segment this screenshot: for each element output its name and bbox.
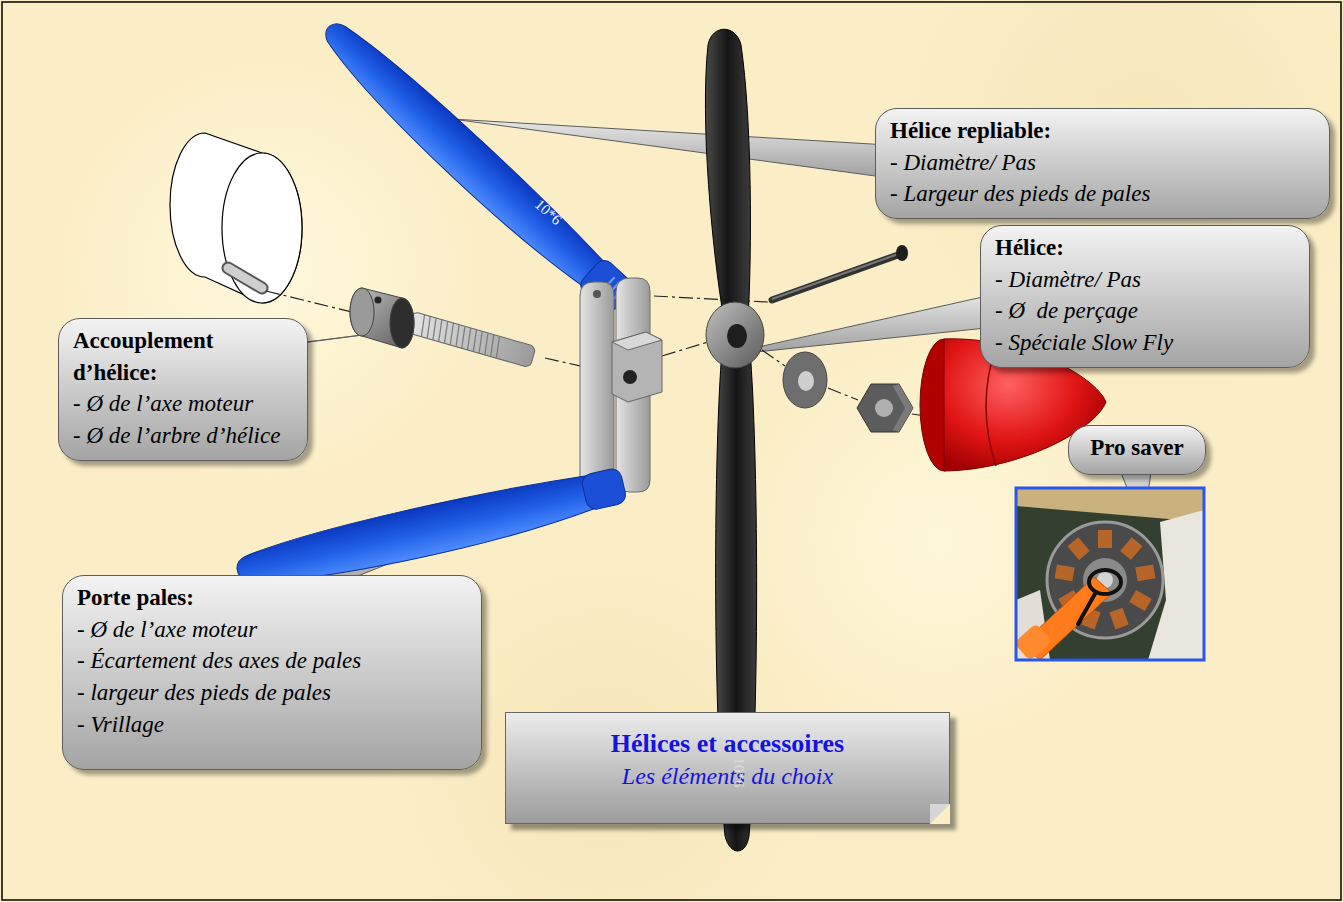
motor: [170, 133, 302, 303]
threads: [476, 331, 485, 353]
threads: [493, 336, 502, 358]
callout-item: - Ø de l’axe moteur: [73, 388, 293, 420]
callout-box: Hélice:- Diamètre/ Pas- Ø de perçage- Sp…: [980, 225, 1310, 368]
screw: [772, 245, 908, 300]
blade: [311, 12, 609, 293]
pro-saver-photo: [1014, 488, 1204, 661]
photo-border: [1016, 488, 1204, 660]
callout-heading: Pro saver: [1083, 432, 1191, 464]
callout-item: - Spéciale Slow Fly: [995, 327, 1295, 359]
threads: [470, 330, 479, 352]
coupling-flange: [390, 298, 414, 348]
holder-block: [612, 332, 662, 402]
callout-item: - Ø de l’arbre d’hélice: [73, 420, 293, 452]
blade-root: [580, 467, 627, 511]
callout-item: - Diamètre/ Pas: [890, 147, 1315, 179]
threads: [465, 328, 474, 350]
coupling-hub: [350, 288, 414, 348]
callout-item: - Vrillage: [77, 709, 467, 741]
motor-coils: [1129, 590, 1152, 611]
callout-box: Porte pales:- Ø de l’axe moteur- Écartem…: [62, 575, 482, 770]
folding-blade: [311, 12, 637, 319]
blade-marking: 10*6: [730, 757, 747, 787]
o-ring: [1078, 592, 1096, 624]
threads: [488, 335, 497, 357]
holder-block-top: [612, 332, 662, 350]
motor-shaft: [228, 268, 262, 288]
callout-heading: Hélice:: [995, 232, 1295, 264]
callout-item: Les éléments du choix: [528, 761, 927, 792]
axis-line: [266, 291, 360, 314]
motor-coils: [1109, 608, 1128, 630]
washer: [783, 352, 827, 408]
callout-item: - Ø de l’axe moteur: [77, 614, 467, 646]
callout-heading: Hélice repliable:: [890, 115, 1315, 147]
callout-item: - largeur des pieds de pales: [77, 677, 467, 709]
callout-box: Accouplement d’hélice:- Ø de l’axe moteu…: [58, 318, 308, 461]
threaded-shaft: [407, 311, 536, 367]
prop-coupling: [350, 288, 536, 368]
title-box: Hélices et accessoiresLes éléments du ch…: [505, 712, 950, 824]
callout-heading: Hélices et accessoires: [528, 727, 927, 761]
blade-marking: 10*6: [531, 196, 565, 229]
orange-prop-hub: [1016, 623, 1052, 660]
nut-hex: [857, 384, 913, 432]
callout-box: Hélice repliable:- Diamètre/ Pas- Largeu…: [875, 108, 1330, 219]
callout-item: - Diamètre/ Pas: [995, 264, 1295, 296]
threads: [419, 315, 428, 337]
axis-line: [662, 342, 708, 356]
callout-item: - Écartement des axes de pales: [77, 645, 467, 677]
washer-ring: [783, 352, 827, 408]
shaft: [407, 311, 536, 367]
coupling-end: [350, 288, 374, 336]
callout-heading: Accouplement d’hélice:: [73, 325, 293, 388]
photo-wood: [1016, 488, 1204, 522]
motor-coils: [1098, 530, 1112, 548]
prop-hub: [706, 302, 764, 368]
threads: [447, 323, 456, 345]
motor-coils: [1135, 564, 1155, 581]
motor-shaft: [228, 268, 262, 288]
holder-bar: [580, 282, 614, 500]
motor-coils: [1067, 537, 1089, 560]
threads: [442, 321, 451, 343]
holder-screw: [593, 290, 601, 298]
blade-holder: [580, 278, 662, 500]
callout-box: Pro saver: [1068, 425, 1206, 475]
o-ring: [1089, 570, 1121, 594]
threads: [424, 316, 433, 338]
axis-line: [654, 296, 768, 302]
set-screw: [375, 297, 382, 304]
threads: [430, 318, 439, 340]
screw-highlight: [772, 254, 898, 299]
washer-hole: [798, 371, 814, 391]
threads: [436, 320, 445, 342]
prop-blade: [705, 29, 750, 320]
motor-face: [222, 153, 302, 303]
nut-face: [893, 384, 913, 432]
callout-item: - Largeur des pieds de pales: [890, 178, 1315, 210]
motor-coils: [1055, 564, 1075, 581]
axis-line: [762, 350, 785, 366]
screw-shank: [772, 255, 898, 300]
threads: [482, 333, 491, 355]
motor-body: [170, 133, 302, 303]
screw-head: [896, 245, 908, 261]
prop-bore: [727, 324, 747, 348]
motor-coils: [1120, 537, 1142, 560]
axis-line: [828, 388, 858, 400]
threads: [453, 325, 462, 347]
callout-heading: Porte pales:: [77, 582, 467, 614]
threads: [459, 326, 468, 348]
nut: [857, 384, 913, 432]
threads: [419, 315, 503, 358]
callout-tail: [452, 119, 905, 180]
pro-saver-photo: [1016, 488, 1204, 660]
callout-item: - Ø de perçage: [995, 295, 1295, 327]
holder-hole: [623, 370, 637, 384]
nut-hole: [875, 399, 893, 417]
